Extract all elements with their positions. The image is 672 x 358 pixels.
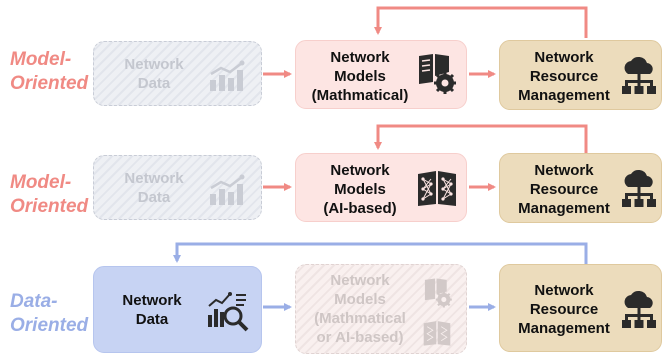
row-label-2-line1: Model- <box>10 172 72 193</box>
data-box-2-line2: Data <box>137 189 171 206</box>
model-box-1-line2: Models <box>334 68 386 85</box>
cloud-network-icon <box>622 169 656 207</box>
resource-box-1-line3: Management <box>518 87 610 104</box>
data-box-3-line2: Data <box>135 311 169 328</box>
resource-box-1-line1: Network <box>534 49 594 66</box>
chart-magnifier-icon <box>208 292 249 332</box>
model-box-2-line1: Network <box>330 162 390 179</box>
cloud-network-icon <box>622 56 656 94</box>
model-box-3-line4: or AI-based) <box>316 329 404 346</box>
resource-box-3-line1: Network <box>534 282 594 299</box>
row-label-1-line1: Model- <box>10 49 72 70</box>
network-data-box-1: Network Data <box>93 41 262 106</box>
network-data-box-2: Network Data <box>93 155 262 220</box>
feedback-arrow-2 <box>374 124 588 153</box>
data-box-1-line1: Network <box>124 56 184 73</box>
row-label-3: Data- Oriented <box>10 290 88 338</box>
network-data-box-3: Network Data <box>93 266 262 353</box>
model-box-1-line1: Network <box>330 49 390 66</box>
network-models-box-1: Network Models (Mathmatical) <box>295 40 467 109</box>
model-box-3-line2: Models <box>334 291 386 308</box>
data-box-3-line1: Network <box>122 292 182 309</box>
model-box-2-line3: (AI-based) <box>323 200 397 217</box>
resource-box-1-line2: Resource <box>529 68 599 85</box>
bar-chart-icon <box>210 174 245 205</box>
resource-management-box-2: Network Resource Management <box>499 153 662 223</box>
network-models-box-2: Network Models (AI-based) <box>295 153 467 222</box>
row-label-1-line2: Oriented <box>10 73 89 94</box>
resource-box-3-line3: Management <box>518 320 610 337</box>
row-label-3-line1: Data- <box>10 291 58 312</box>
book-neural-net-icon <box>418 171 456 206</box>
model-box-3-line3: (Mathmatical <box>314 310 406 327</box>
row-label-2: Model- Oriented <box>10 171 88 219</box>
resource-management-box-3: Network Resource Management <box>499 264 662 352</box>
row-label-1: Model- Oriented <box>10 48 88 96</box>
cloud-network-icon <box>622 290 656 328</box>
book-gear-icon <box>424 278 452 308</box>
network-models-box-3: Network Models (Mathmatical or AI-based) <box>295 264 467 354</box>
model-box-2-line2: Models <box>334 181 386 198</box>
row-label-2-line2: Oriented <box>10 196 89 217</box>
feedback-arrow-1 <box>374 6 588 38</box>
data-box-1-line2: Data <box>137 75 171 92</box>
model-box-3-line1: Network <box>330 272 390 289</box>
feedback-arrow-3 <box>173 242 588 264</box>
bar-chart-icon <box>210 60 245 91</box>
resource-box-2-line1: Network <box>534 162 594 179</box>
resource-box-2-line2: Resource <box>529 181 599 198</box>
data-box-2-line1: Network <box>124 170 184 187</box>
resource-management-box-1: Network Resource Management <box>499 40 662 110</box>
resource-box-3-line2: Resource <box>529 301 599 318</box>
row-label-3-line2: Oriented <box>10 315 89 336</box>
book-gear-icon <box>419 54 456 94</box>
model-box-1-line3: (Mathmatical) <box>311 87 409 104</box>
resource-box-2-line3: Management <box>518 200 610 217</box>
book-neural-net-icon <box>423 321 451 346</box>
